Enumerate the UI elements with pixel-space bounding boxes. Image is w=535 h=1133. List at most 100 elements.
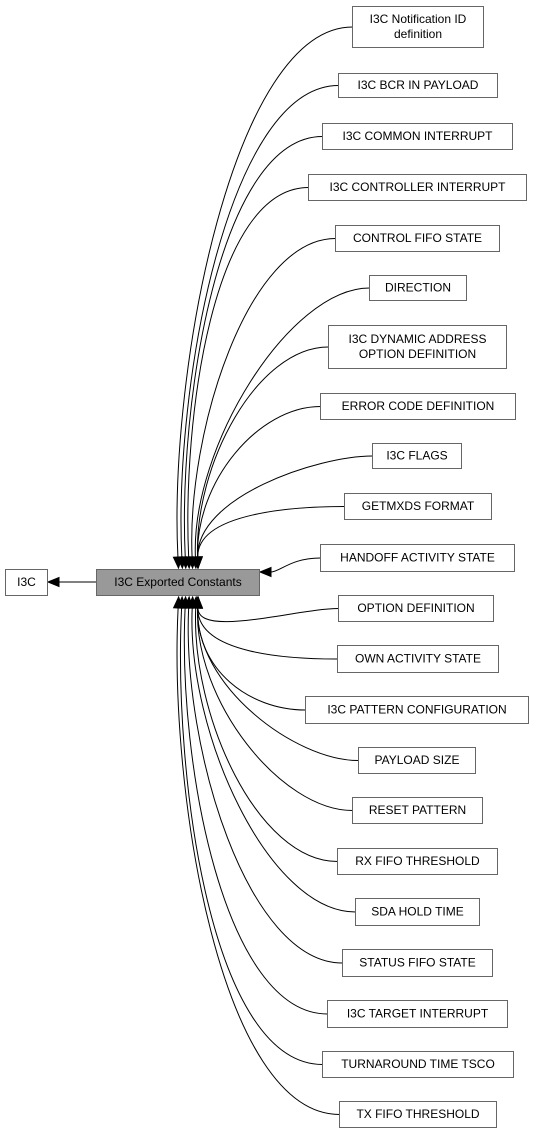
node-child-13-box bbox=[337, 645, 499, 673]
edge-child-13 bbox=[197, 607, 338, 660]
node-child-16-box bbox=[352, 797, 483, 824]
node-current-box bbox=[96, 569, 260, 596]
node-child-21-box bbox=[322, 1051, 514, 1078]
node-child-14-box bbox=[305, 696, 529, 724]
node-child-22-box bbox=[339, 1101, 497, 1128]
node-child-18-label: SDA HOLD TIME bbox=[371, 905, 463, 919]
node-child-5-box bbox=[335, 225, 500, 252]
node-child-17[interactable]: RX FIFO THRESHOLD bbox=[337, 848, 498, 875]
node-child-6[interactable]: DIRECTION bbox=[369, 275, 467, 301]
node-child-14-label: I3C PATTERN CONFIGURATION bbox=[327, 703, 506, 717]
node-child-11[interactable]: HANDOFF ACTIVITY STATE bbox=[320, 544, 515, 572]
node-child-13-label: OWN ACTIVITY STATE bbox=[355, 652, 481, 666]
edge-child-16 bbox=[197, 607, 353, 811]
edge-arrow-11 bbox=[258, 566, 272, 578]
node-child-7-label: I3C DYNAMIC ADDRESS bbox=[348, 332, 486, 346]
node-child-15-box bbox=[358, 747, 476, 774]
node-child-9-box bbox=[372, 443, 462, 469]
node-child-6-label: DIRECTION bbox=[385, 281, 451, 295]
edge-child-20 bbox=[183, 607, 328, 1015]
edge-child-1 bbox=[176, 26, 353, 558]
node-current[interactable]: I3C Exported Constants bbox=[96, 569, 260, 596]
nodes: I3C I3C Exported Constants I3C Notificatio… bbox=[5, 6, 529, 1128]
node-child-12[interactable]: OPTION DEFINITION bbox=[338, 595, 494, 622]
node-child-14[interactable]: I3C PATTERN CONFIGURATION bbox=[305, 696, 529, 724]
node-child-5-label: CONTROL FIFO STATE bbox=[353, 231, 482, 245]
node-child-19[interactable]: STATUS FIFO STATE bbox=[342, 949, 493, 977]
edge-child-12 bbox=[197, 607, 339, 623]
edges bbox=[46, 26, 373, 1115]
edge-child-10 bbox=[197, 506, 345, 558]
node-child-3-box bbox=[322, 123, 513, 150]
node-child-12-label: OPTION DEFINITION bbox=[357, 601, 474, 615]
edge-child-11 bbox=[270, 557, 321, 573]
node-child-17-label: RX FIFO THRESHOLD bbox=[355, 854, 480, 868]
node-parent-box bbox=[5, 569, 48, 596]
node-child-20-box bbox=[327, 1000, 508, 1028]
node-child-2-label: I3C BCR IN PAYLOAD bbox=[358, 78, 479, 92]
edge-child-17 bbox=[195, 607, 338, 862]
node-child-12-box bbox=[338, 595, 494, 622]
node-child-11-label: HANDOFF ACTIVITY STATE bbox=[340, 551, 495, 565]
node-child-10-label: GETMXDS FORMAT bbox=[362, 499, 475, 513]
edge-child-18 bbox=[191, 607, 356, 913]
node-child-22-label: TX FIFO THRESHOLD bbox=[356, 1107, 479, 1121]
edge-child-22 bbox=[176, 607, 340, 1115]
node-child-11-box bbox=[320, 544, 515, 572]
edge-child-9 bbox=[197, 455, 373, 558]
edge-child-4 bbox=[187, 187, 309, 558]
node-child-16-label: RESET PATTERN bbox=[369, 803, 466, 817]
edge-child-15 bbox=[197, 607, 359, 761]
node-child-21-label: TURNAROUND TIME TSCO bbox=[341, 1057, 495, 1071]
node-child-7-label: OPTION DEFINITION bbox=[359, 347, 476, 361]
edge-child-19 bbox=[187, 607, 343, 964]
node-parent[interactable]: I3C bbox=[5, 569, 48, 596]
node-child-7-box bbox=[328, 325, 507, 369]
node-child-19-label: STATUS FIFO STATE bbox=[359, 956, 475, 970]
node-child-22[interactable]: TX FIFO THRESHOLD bbox=[339, 1101, 497, 1128]
node-child-20-label: I3C TARGET INTERRUPT bbox=[347, 1007, 489, 1021]
edge-child-21 bbox=[179, 607, 323, 1065]
node-child-13[interactable]: OWN ACTIVITY STATE bbox=[337, 645, 499, 673]
edge-arrow-to-parent bbox=[46, 576, 60, 588]
node-child-9-label: I3C FLAGS bbox=[386, 449, 447, 463]
node-child-3[interactable]: I3C COMMON INTERRUPT bbox=[322, 123, 513, 150]
node-child-2[interactable]: I3C BCR IN PAYLOAD bbox=[338, 73, 498, 98]
node-child-17-box bbox=[337, 848, 498, 875]
edge-child-8 bbox=[197, 406, 321, 558]
edge-child-14 bbox=[197, 607, 306, 711]
edge-child-7 bbox=[197, 346, 329, 558]
node-child-5[interactable]: CONTROL FIFO STATE bbox=[335, 225, 500, 252]
node-child-3-label: I3C COMMON INTERRUPT bbox=[343, 129, 494, 143]
edge-child-3 bbox=[183, 136, 323, 558]
node-child-15-label: PAYLOAD SIZE bbox=[375, 753, 460, 767]
node-child-10[interactable]: GETMXDS FORMAT bbox=[344, 493, 492, 520]
node-child-1-box bbox=[352, 6, 484, 48]
node-current-label: I3C Exported Constants bbox=[114, 575, 241, 589]
node-child-16[interactable]: RESET PATTERN bbox=[352, 797, 483, 824]
node-child-1-label: definition bbox=[394, 27, 442, 41]
node-child-8[interactable]: ERROR CODE DEFINITION bbox=[320, 393, 516, 420]
edge-child-6 bbox=[194, 287, 370, 558]
node-child-18-box bbox=[355, 898, 480, 926]
node-child-19-box bbox=[342, 949, 493, 977]
node-child-9[interactable]: I3C FLAGS bbox=[372, 443, 462, 469]
node-child-2-box bbox=[338, 73, 498, 98]
node-child-8-box bbox=[320, 393, 516, 420]
node-child-6-box bbox=[369, 275, 467, 301]
node-child-18[interactable]: SDA HOLD TIME bbox=[355, 898, 480, 926]
node-child-15[interactable]: PAYLOAD SIZE bbox=[358, 747, 476, 774]
node-child-4-box bbox=[308, 174, 527, 201]
node-child-10-box bbox=[344, 493, 492, 520]
node-child-20[interactable]: I3C TARGET INTERRUPT bbox=[327, 1000, 508, 1028]
node-parent-label: I3C bbox=[17, 575, 36, 589]
node-child-8-label: ERROR CODE DEFINITION bbox=[342, 399, 495, 413]
node-child-21[interactable]: TURNAROUND TIME TSCO bbox=[322, 1051, 514, 1078]
node-child-1-label: I3C Notification ID bbox=[370, 12, 467, 26]
node-child-4-label: I3C CONTROLLER INTERRUPT bbox=[329, 180, 506, 194]
node-child-4[interactable]: I3C CONTROLLER INTERRUPT bbox=[308, 174, 527, 201]
edge-child-2 bbox=[180, 85, 339, 558]
